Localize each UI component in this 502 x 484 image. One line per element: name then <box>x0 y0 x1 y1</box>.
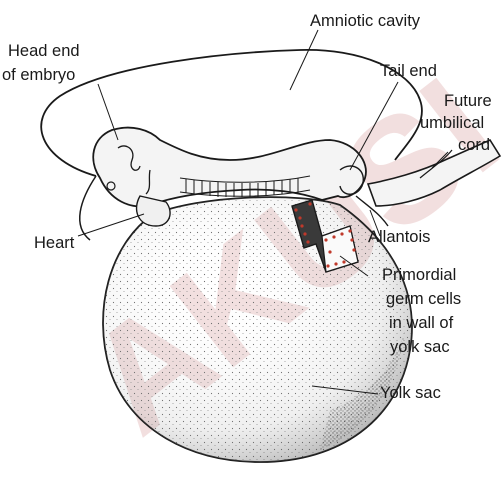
label-primordial-1: Primordial <box>382 266 456 284</box>
label-heart: Heart <box>34 234 75 252</box>
label-allantois: Allantois <box>368 228 430 246</box>
embryo-body <box>93 128 366 207</box>
label-primordial-3: in wall of <box>389 314 454 332</box>
label-primordial-2: germ cells <box>386 290 461 308</box>
label-future-3: cord <box>458 136 490 154</box>
label-primordial-4: yolk sac <box>390 338 450 356</box>
label-yolk-sac: Yolk sac <box>380 384 441 402</box>
label-head-end-1: Head end <box>8 42 80 60</box>
label-future-1: Future <box>444 92 492 110</box>
label-future-2: umbilical <box>420 114 484 132</box>
leader-amniotic-cavity <box>290 30 318 90</box>
label-tail-end: Tail end <box>380 62 437 80</box>
label-head-end-2: of embryo <box>2 66 75 84</box>
label-amniotic-cavity: Amniotic cavity <box>310 12 421 30</box>
yolk-sac-shading <box>103 197 412 462</box>
